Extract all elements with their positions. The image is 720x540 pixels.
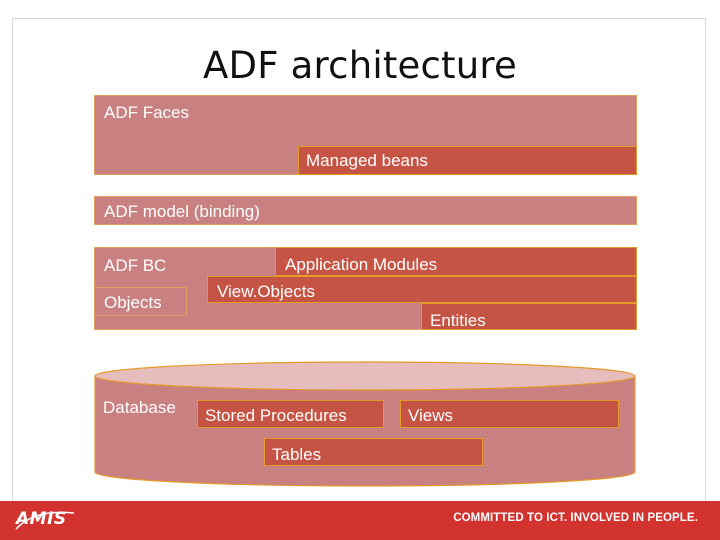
adf-faces-label: ADF Faces — [104, 103, 190, 122]
database-label: Database — [103, 398, 176, 417]
objects-label: Objects — [104, 293, 162, 312]
amis-logo: AMIS — [16, 509, 67, 529]
database-cylinder-top — [94, 361, 636, 391]
stored-procedures-label: Stored Procedures — [205, 406, 347, 425]
application-modules-box: Application Modules — [275, 247, 637, 276]
adf-bc-label: ADF BC — [104, 256, 167, 275]
adf-model-layer: ADF model (binding) — [94, 196, 637, 225]
view-objects-label: View.Objects — [217, 282, 315, 301]
slide-title: ADF architecture — [203, 44, 517, 87]
tables-label: Tables — [272, 445, 322, 464]
entities-label: Entities — [430, 311, 486, 330]
entities-box: Entities — [421, 303, 637, 330]
view-objects-box: View.Objects — [207, 276, 637, 303]
tables-box: Tables — [264, 438, 483, 466]
objects-box: Objects — [94, 287, 187, 316]
managed-beans-box: Managed beans — [298, 146, 637, 175]
views-box: Views — [400, 400, 619, 428]
application-modules-label: Application Modules — [285, 255, 438, 274]
views-label: Views — [408, 406, 454, 425]
footer-bar: AMIS COMMITTED TO ICT. INVOLVED IN PEOPL… — [0, 501, 720, 540]
stored-procedures-box: Stored Procedures — [197, 400, 384, 428]
database-cylinder-body — [94, 375, 636, 487]
managed-beans-label: Managed beans — [306, 151, 428, 170]
footer-tagline: COMMITTED TO ICT. INVOLVED IN PEOPLE. — [453, 512, 698, 524]
adf-model-label: ADF model (binding) — [104, 202, 260, 221]
amis-logo-swoosh-icon — [15, 511, 75, 530]
